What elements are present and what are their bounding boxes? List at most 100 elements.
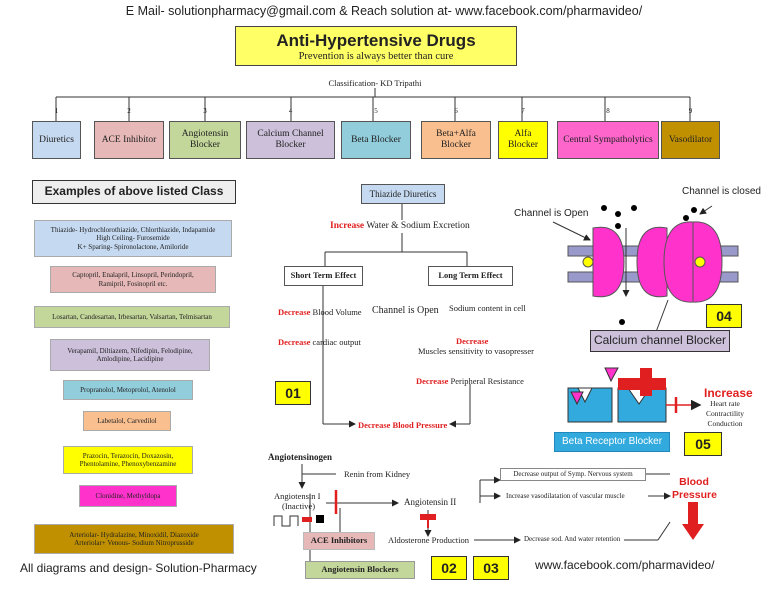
increase-excretion: Increase Water & Sodium Excretion bbox=[330, 221, 470, 231]
class-box: Vasodilator bbox=[661, 121, 720, 159]
class-number: 3 bbox=[203, 107, 207, 115]
thiazide-box: Thiazide Diuretics bbox=[361, 184, 445, 204]
class-number: 6 bbox=[454, 107, 458, 115]
angiotensin-blockers-label: Angiotensin Blockers bbox=[305, 561, 415, 579]
class-number: 7 bbox=[521, 107, 525, 115]
title-box: Anti-Hypertensive Drugs Prevention is al… bbox=[235, 26, 517, 66]
bp-line-1: Blood bbox=[679, 476, 709, 488]
muscles-sensitivity: Muscles sensitivity to vasopresser bbox=[418, 346, 534, 356]
class-number: 1 bbox=[54, 107, 59, 115]
vasodilatation-text: Increase vasodilatation of vascular musc… bbox=[506, 492, 625, 500]
decrease-bp: Decrease Blood Pressure bbox=[358, 420, 448, 430]
example-item: Losartan, Candesartan, Irbesartan, Valsa… bbox=[34, 306, 230, 328]
page-subtitle: Prevention is always better than cure bbox=[298, 51, 454, 62]
badge-04: 04 bbox=[706, 304, 742, 328]
beta-effect: Contractility bbox=[706, 409, 744, 418]
short-term-box: Short Term Effect bbox=[284, 266, 363, 286]
sodium-content: Sodium content in cell bbox=[449, 303, 526, 313]
example-line: High Ceiling- Furosemide bbox=[96, 234, 170, 243]
calcium-channel-illustration bbox=[552, 205, 739, 333]
channel-closed-label: Channel is closed bbox=[682, 186, 761, 197]
example-line: Propranolol, Metoprolol, Atenolol bbox=[80, 385, 176, 394]
beta-effect: Conduction bbox=[707, 419, 743, 428]
class-number: 2 bbox=[127, 107, 131, 115]
example-item: Captopril, Enalapril, Linsopril, Perindo… bbox=[50, 266, 216, 293]
example-line: Arteriolar+ Venous- Sodium Nitroprusside bbox=[74, 539, 194, 547]
example-line: Prazocin, Terazocin, Doxazosin, bbox=[82, 451, 174, 460]
class-number: 9 bbox=[688, 107, 693, 115]
angiotensinogen: Angiotensinogen bbox=[268, 452, 333, 462]
class-box: Beta Blocker bbox=[341, 121, 411, 159]
peripheral-resistance-text: Peripheral Resistance bbox=[450, 376, 524, 386]
channel-open-mid: Channel is Open bbox=[372, 305, 439, 316]
example-line: Arteriolar- Hydralazine, Minoxidil, Diaz… bbox=[69, 530, 199, 539]
class-box: Diuretics bbox=[32, 121, 81, 159]
example-item: Labetalol, Carvedilol bbox=[83, 411, 171, 431]
decrease-word-1: Decrease bbox=[278, 307, 311, 317]
decrease-word-4: Decrease bbox=[416, 376, 449, 386]
badge-03: 03 bbox=[473, 556, 509, 580]
example-line: Ramipril, Fosinopril etc. bbox=[98, 279, 168, 288]
class-number: 4 bbox=[288, 107, 293, 115]
beta-receptor-illustration bbox=[567, 367, 702, 423]
renin-label: Renin from Kidney bbox=[344, 469, 411, 479]
class-box: Angiotensin Blocker bbox=[169, 121, 241, 159]
example-line: Clonidine, Methyldopa bbox=[95, 491, 161, 500]
example-line: Captopril, Enalapril, Linsopril, Perindo… bbox=[72, 271, 194, 280]
bp-label: Blood Pressure bbox=[672, 476, 717, 502]
email-line: E Mail- solutionpharmacy@gmail.com & Rea… bbox=[125, 4, 643, 18]
example-item: Prazocin, Terazocin, Doxazosin,Phentolam… bbox=[63, 446, 193, 474]
footer-left: All diagrams and design- Solution-Pharma… bbox=[20, 561, 257, 575]
example-line: Thiazide- Hydrochlorothiazide, Chlorthia… bbox=[50, 226, 216, 235]
water-retention-text: Decrease sod. And water retention bbox=[524, 535, 621, 543]
example-item: Verapamil, Diltiazem, Nifedipin, Felodip… bbox=[50, 339, 210, 371]
aldosterone-production: Aldosterone Production bbox=[388, 535, 469, 545]
long-term-box: Long Term Effect bbox=[428, 266, 513, 286]
page-title: Anti-Hypertensive Drugs bbox=[276, 31, 476, 50]
badge-02: 02 bbox=[431, 556, 467, 580]
footer-right: www.facebook.com/pharmavideo/ bbox=[535, 558, 715, 572]
cardiac-output-text: cardiac output bbox=[312, 337, 361, 347]
badge-05: 05 bbox=[684, 432, 722, 456]
example-line: Verapamil, Diltiazem, Nifedipin, Felodip… bbox=[67, 346, 193, 355]
decrease-word-3: Decrease bbox=[456, 336, 489, 346]
class-box: Central Sympatholytics bbox=[557, 121, 659, 159]
class-number: 8 bbox=[606, 107, 610, 115]
class-box: Beta+Alfa Blocker bbox=[421, 121, 491, 159]
channel-open-label: Channel is Open bbox=[514, 208, 589, 219]
class-box: Alfa Blocker bbox=[498, 121, 548, 159]
symp-output-box: Decrease output of Symp. Nervous system bbox=[500, 468, 646, 481]
excretion-text: Water & Sodium Excretion bbox=[366, 221, 470, 231]
blood-volume-text: Blood Volume bbox=[312, 307, 362, 317]
class-box: Calcium Channel Blocker bbox=[246, 121, 335, 159]
decrease-word-2: Decrease bbox=[278, 337, 311, 347]
example-item: Arteriolar- Hydralazine, Minoxidil, Diaz… bbox=[34, 524, 234, 554]
example-item: Clonidine, Methyldopa bbox=[79, 485, 177, 507]
calcium-channel-blocker-label: Calcium channel Blocker bbox=[590, 330, 730, 352]
examples-heading: Examples of above listed Class bbox=[32, 180, 236, 204]
example-item: Propranolol, Metoprolol, Atenolol bbox=[63, 380, 193, 400]
peripheral-resistance-line: Decrease Peripheral Resistance bbox=[416, 376, 524, 386]
class-box: ACE Inhibitor bbox=[94, 121, 164, 159]
beta-effect: Heart rate bbox=[710, 399, 740, 408]
example-item: Thiazide- Hydrochlorothiazide, Chlorthia… bbox=[34, 220, 232, 257]
class-number: 5 bbox=[374, 107, 378, 115]
angiotensin-2: Angiotensin II bbox=[404, 497, 457, 507]
example-line: K+ Sparing- Spironolactone, Amiloride bbox=[77, 242, 189, 251]
classification-label: Classification- KD Tripathi bbox=[328, 78, 422, 88]
blood-volume-line: Decrease Blood Volume bbox=[278, 307, 362, 317]
angiotensin-1: Angiotensin I bbox=[274, 491, 321, 501]
beta-increase: Increase bbox=[704, 386, 753, 400]
badge-01: 01 bbox=[275, 381, 311, 405]
beta-receptor-blocker-label: Beta Receptor Blocker bbox=[554, 432, 670, 452]
ace-inhibitors-label: ACE Inhibitors bbox=[303, 532, 375, 550]
example-line: Losartan, Candesartan, Irbesartan, Valsa… bbox=[52, 312, 212, 321]
example-line: Phentolamine, Phenoxybenzamine bbox=[79, 460, 177, 468]
increase-word: Increase bbox=[330, 221, 365, 231]
angiotensin-1-inactive: (Inactive) bbox=[282, 501, 316, 511]
bp-line-2: Pressure bbox=[672, 489, 717, 501]
example-line: Amlodipine, Lacidipine bbox=[96, 355, 164, 363]
cardiac-output-line: Decrease cardiac output bbox=[278, 337, 361, 347]
